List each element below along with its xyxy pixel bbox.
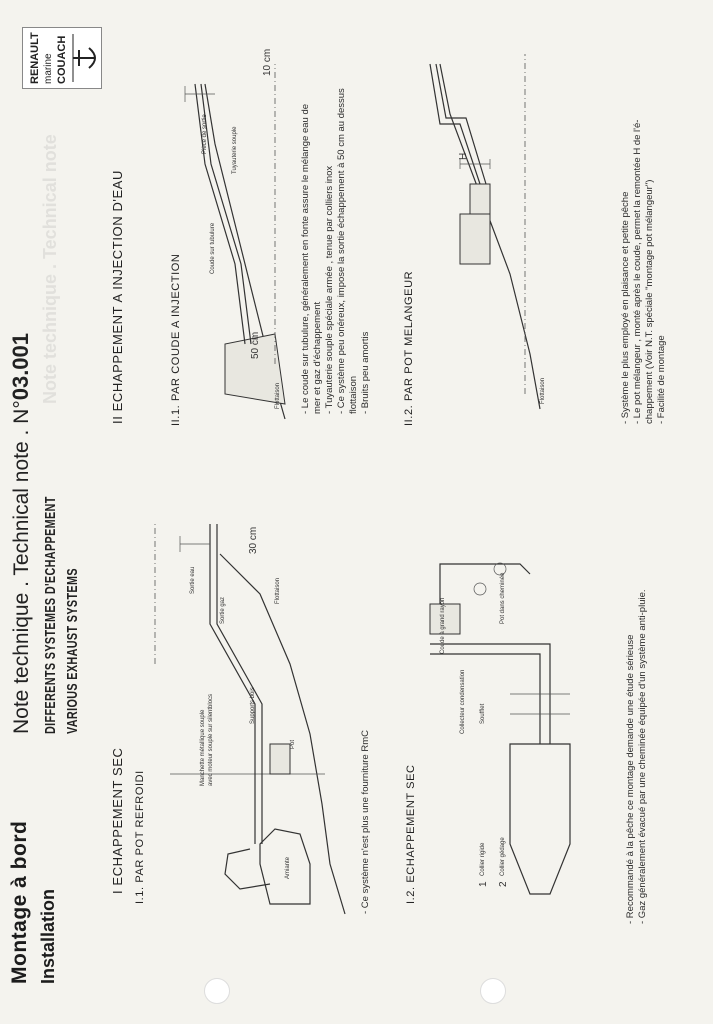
diagram-coude-injection <box>184 64 286 420</box>
section-1-1-heading: I.1. PAR POT REFROIDI <box>134 770 146 904</box>
label-tuyauterie: Tuyauterie souple <box>232 126 238 174</box>
section-2-1-note-5: flottaison <box>348 375 359 414</box>
section-1-2-heading: I.2. ECHAPPEMENT SEC <box>405 764 417 904</box>
label-pot: Pot <box>290 739 296 749</box>
renault-couach-logo: RENAULT marine COUACH <box>22 27 102 89</box>
section-2-2-note-4: - Facilité de montage <box>656 335 667 424</box>
diagram-pot-melangeur <box>429 54 541 410</box>
section-2-1-heading: II.1. PAR COUDE A INJECTION <box>170 253 182 426</box>
page-title: Montage à bord <box>8 820 31 984</box>
label-flottaison-3: Flottaison <box>540 377 546 404</box>
section-1-heading: I ECHAPPEMENT SEC <box>110 747 125 895</box>
diagram-echappement-sec <box>429 562 571 895</box>
dimension-30cm: 30 cm <box>248 526 259 554</box>
label-flottaison-2: Flottaison <box>275 382 281 409</box>
diagram-pot-refroidi <box>154 524 346 915</box>
dimension-10cm: 10 cm <box>262 48 273 76</box>
section-2-2-note-2: - Le pot mélangeur , monté après le coud… <box>632 119 643 424</box>
note-label: Note technique . Technical note . N° <box>10 400 33 734</box>
label-sortie-gaz: Sortie gaz <box>220 596 226 624</box>
subtitle-fr: DIFFERENTS SYSTEMES D'ECHAPPEMENT <box>42 496 59 734</box>
label-manchette: Manchette métallique souple <box>200 709 206 786</box>
callout-1: 1 <box>478 881 489 887</box>
binder-hole <box>480 978 506 1004</box>
section-2-1-note-6: - Bruits peu amortis <box>360 331 371 414</box>
label-collier-rigide: Collier rigide <box>480 842 486 876</box>
bleed-through-text: Note technique . Technical note <box>40 134 60 404</box>
label-amiante: Amiante <box>285 856 291 879</box>
label-manchette-2: avec moteur souple sur silentblocs <box>208 693 214 786</box>
note-number: 03.001 <box>8 332 33 401</box>
section-2-1-note-2: mer et gaz d'échappement <box>312 301 323 414</box>
binder-hole <box>204 978 230 1004</box>
anchor-icon <box>72 34 96 82</box>
section-2-1-note-3: - Tuyauterie souple spéciale armée , ten… <box>324 165 335 414</box>
section-2-heading: II ECHAPPEMENT A INJECTION D'EAU <box>110 169 125 424</box>
section-1-2-note-2: - Gaz généralement évacué par une chemin… <box>637 589 648 924</box>
label-collier-gedage: Collier gédage <box>500 837 506 876</box>
label-sortie-eau: Sortie eau <box>190 566 196 594</box>
page-subtitle: Installation <box>38 888 58 984</box>
label-soufflet: Soufflet <box>480 703 486 724</box>
label-coude-tubulure: Coude sur tubulure <box>210 222 216 274</box>
section-2-2-note-1: - Système le plus employé en plaisance e… <box>620 191 631 424</box>
label-piece-sortie: Pièce de sortie <box>202 114 208 154</box>
subtitle-en: VARIOUS EXHAUST SYSTEMS <box>64 568 81 734</box>
section-1-1-note: - Ce système n'est plus une fourniture R… <box>360 730 371 914</box>
section-1-2-note-1: - Recommandé à la pêche ce montage deman… <box>625 634 636 924</box>
label-coude: Coude à grand rayon <box>440 597 446 654</box>
section-2-1-note-4: - Ce système peu onéreux, impose la sort… <box>336 88 347 414</box>
note-header: Note technique . Technical note . N°03.0… <box>8 333 34 734</box>
section-2-1-note-1: - Le coude sur tubulure, généralement en… <box>300 103 311 414</box>
label-supports: Supports bois <box>250 687 256 724</box>
callout-2: 2 <box>498 881 509 887</box>
section-2-2-note-3: chappement (Voir N.T. spéciale "montage … <box>644 179 655 424</box>
label-h: H <box>458 152 469 160</box>
section-2-2-heading: II.2. PAR POT MELANGEUR <box>403 270 415 426</box>
label-pot-cheminee: Pot dans cheminée <box>500 572 506 624</box>
label-flottaison: Flottaison <box>275 577 281 604</box>
label-collecteur: Collecteur condensation <box>460 669 466 734</box>
dimension-50cm: 50 cm <box>250 331 261 359</box>
